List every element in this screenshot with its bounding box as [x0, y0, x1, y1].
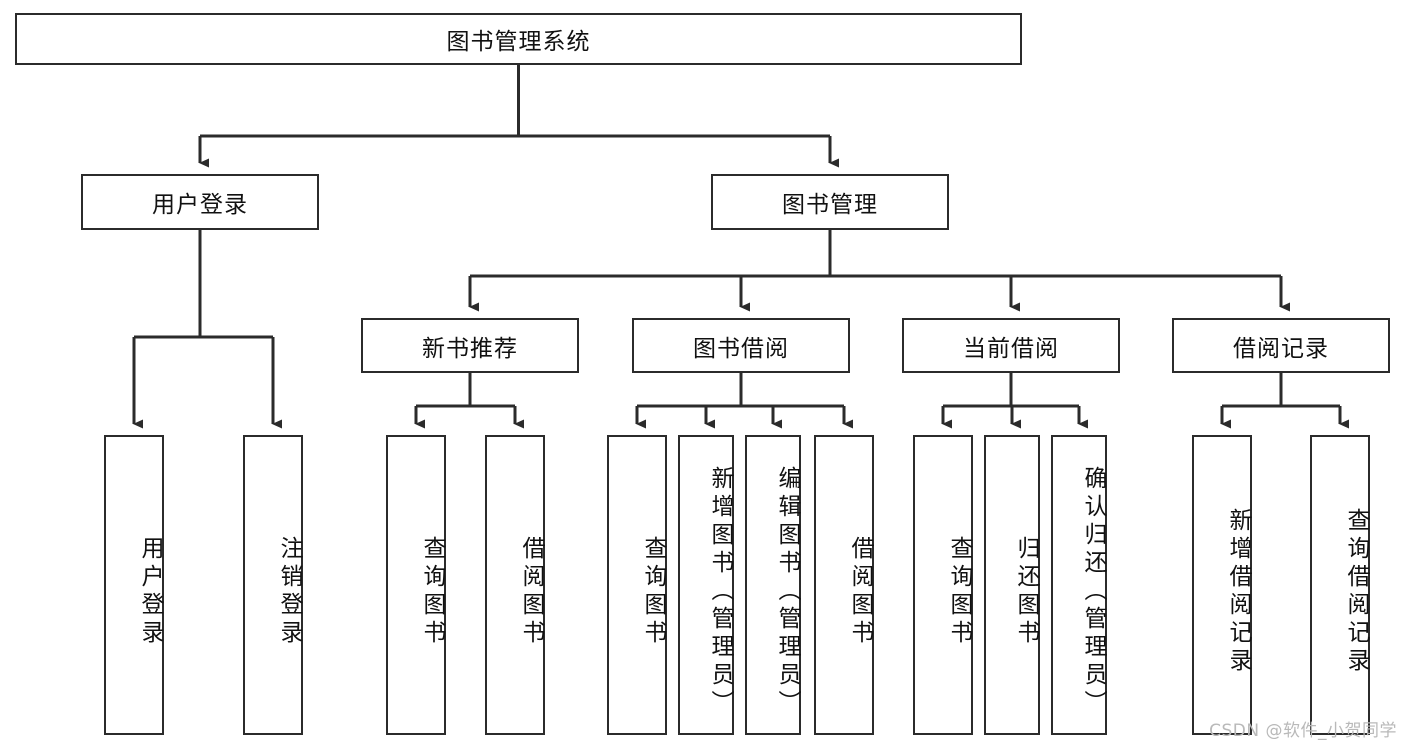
level3-node-new-book-recommend: 新书推荐 — [361, 318, 579, 373]
node-label: 借阅图书 — [518, 536, 544, 648]
leaf-node-leaf-borrow-book-2: 借阅图书 — [814, 435, 874, 735]
node-label: 归还图书 — [1013, 536, 1039, 648]
leaf-node-leaf-edit-book: 编辑图书（管理员） — [745, 435, 801, 735]
leaf-node-leaf-query-book-1: 查询图书 — [386, 435, 446, 735]
leaf-node-leaf-confirm-return: 确认归还（管理员） — [1051, 435, 1107, 735]
level3-node-borrow-record: 借阅记录 — [1172, 318, 1390, 373]
node-label: 查询图书 — [946, 536, 972, 648]
node-label: 图书管理系统 — [446, 29, 591, 55]
root-node-root: 图书管理系统 — [15, 13, 1022, 65]
leaf-node-leaf-borrow-book-1: 借阅图书 — [485, 435, 545, 735]
leaf-node-leaf-logout: 注销登录 — [243, 435, 303, 735]
node-label: 借阅图书 — [847, 536, 873, 648]
node-label: 确认归还（管理员） — [1080, 466, 1106, 718]
node-label: 用户登录 — [152, 192, 248, 218]
node-label: 图书管理 — [782, 192, 878, 218]
node-label: 新增借阅记录 — [1225, 508, 1251, 676]
leaf-node-leaf-add-book: 新增图书（管理员） — [678, 435, 734, 735]
node-label: 查询图书 — [419, 536, 445, 648]
level3-node-current-borrow: 当前借阅 — [902, 318, 1120, 373]
node-label: 查询借阅记录 — [1343, 508, 1369, 676]
level2-node-book-manage: 图书管理 — [711, 174, 949, 230]
node-label: 借阅记录 — [1233, 335, 1329, 362]
leaf-node-leaf-user-login: 用户登录 — [104, 435, 164, 735]
node-label: 注销登录 — [276, 536, 302, 648]
level2-node-user-login: 用户登录 — [81, 174, 319, 230]
leaf-node-leaf-query-book-2: 查询图书 — [607, 435, 667, 735]
node-label: 图书借阅 — [693, 335, 789, 362]
leaf-node-leaf-query-book-3: 查询图书 — [913, 435, 973, 735]
node-label: 新书推荐 — [422, 335, 518, 362]
leaf-node-leaf-add-record: 新增借阅记录 — [1192, 435, 1252, 735]
node-label: 查询图书 — [640, 536, 666, 648]
leaf-node-leaf-query-record: 查询借阅记录 — [1310, 435, 1370, 735]
node-label: 新增图书（管理员） — [707, 466, 733, 718]
node-label: 当前借阅 — [963, 335, 1059, 362]
node-label: 编辑图书（管理员） — [774, 466, 800, 718]
level3-node-book-borrow: 图书借阅 — [632, 318, 850, 373]
leaf-node-leaf-return-book: 归还图书 — [984, 435, 1040, 735]
node-label: 用户登录 — [137, 536, 163, 648]
watermark-text: CSDN @软件_小贺同学 — [1209, 721, 1397, 741]
